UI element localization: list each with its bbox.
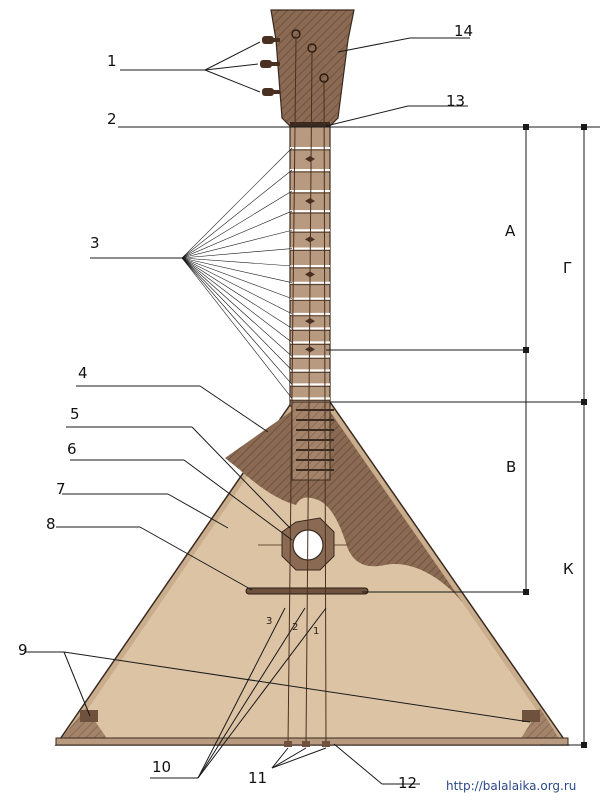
label-10: 10: [152, 758, 171, 776]
fret-leader-3: [181, 190, 293, 259]
label-4: 4: [78, 364, 88, 382]
corner-block-left: [60, 708, 108, 740]
string-label-1: 1: [313, 626, 319, 637]
neck: [289, 125, 334, 481]
fret-marker-3: [305, 198, 315, 205]
nut: [290, 122, 330, 127]
fret-leader-11: [181, 257, 293, 329]
fret-leader-9: [181, 257, 293, 299]
fret-leader-13: [181, 257, 293, 357]
watermark-url: http://balalaika.org.ru: [446, 779, 576, 793]
dimension-label-k: К: [563, 560, 574, 578]
fret-leader-4: [181, 210, 293, 259]
label-2: 2: [107, 110, 117, 128]
string-1: [323, 79, 327, 746]
leader-lines: [24, 37, 600, 785]
corner-pad-left: [80, 710, 98, 722]
label-6: 6: [67, 440, 77, 458]
headstock: [260, 9, 355, 127]
strings: [284, 37, 330, 747]
dimension-label-b: В: [506, 458, 516, 476]
fret-marker-1: [305, 156, 315, 162]
string-label-3: 3: [266, 616, 272, 627]
fret-leader-2: [181, 169, 293, 259]
string-2: [305, 51, 313, 746]
fret-leader-15: [181, 257, 293, 385]
string-pin-3: [322, 741, 330, 747]
body: [54, 401, 570, 746]
string-label-2: 2: [292, 622, 298, 633]
soundboard: [68, 410, 556, 738]
tuning-peg-2: [260, 60, 280, 68]
string-pin-2: [302, 741, 310, 747]
label-5: 5: [70, 405, 80, 423]
fret-leader-1: [181, 147, 293, 259]
fret-leader-6: [181, 248, 293, 259]
label-3: 3: [90, 234, 100, 252]
fret-leader-8: [181, 257, 293, 283]
soundboard-dark-upper: [225, 410, 463, 603]
string-pin-1: [284, 741, 292, 747]
label-1: 1: [107, 52, 117, 70]
dimension-label-g: Г: [563, 259, 572, 277]
tuning-peg-3: [262, 88, 280, 96]
fret-leader-7: [181, 257, 293, 267]
label-9: 9: [18, 641, 28, 659]
part-labels: 1 2 3 4 5 6 7 8 9 10 11 12 13 14 А Г В К…: [18, 22, 576, 793]
tuning-peg-1: [262, 36, 280, 44]
fret-leader-14: [181, 257, 293, 371]
headstock-plate: [270, 9, 355, 127]
dimension-lines: [326, 124, 587, 748]
bottom-edge: [55, 737, 569, 746]
fret-leader-10: [181, 257, 293, 315]
label-8: 8: [46, 515, 56, 533]
label-7: 7: [56, 480, 66, 498]
fret-leader-16: [181, 257, 293, 399]
label-11: 11: [248, 769, 267, 787]
fret-marker-12: [305, 346, 315, 353]
corner-block-right: [520, 708, 560, 740]
label-12: 12: [398, 774, 417, 792]
label-13: 13: [446, 92, 465, 110]
string-3: [287, 37, 297, 746]
fret-leader-12: [181, 257, 293, 343]
corner-pad-right: [522, 710, 540, 722]
dimension-label-a: А: [505, 222, 516, 240]
label-14: 14: [454, 22, 473, 40]
frets: [290, 147, 334, 471]
fret-leader-5: [181, 229, 293, 259]
